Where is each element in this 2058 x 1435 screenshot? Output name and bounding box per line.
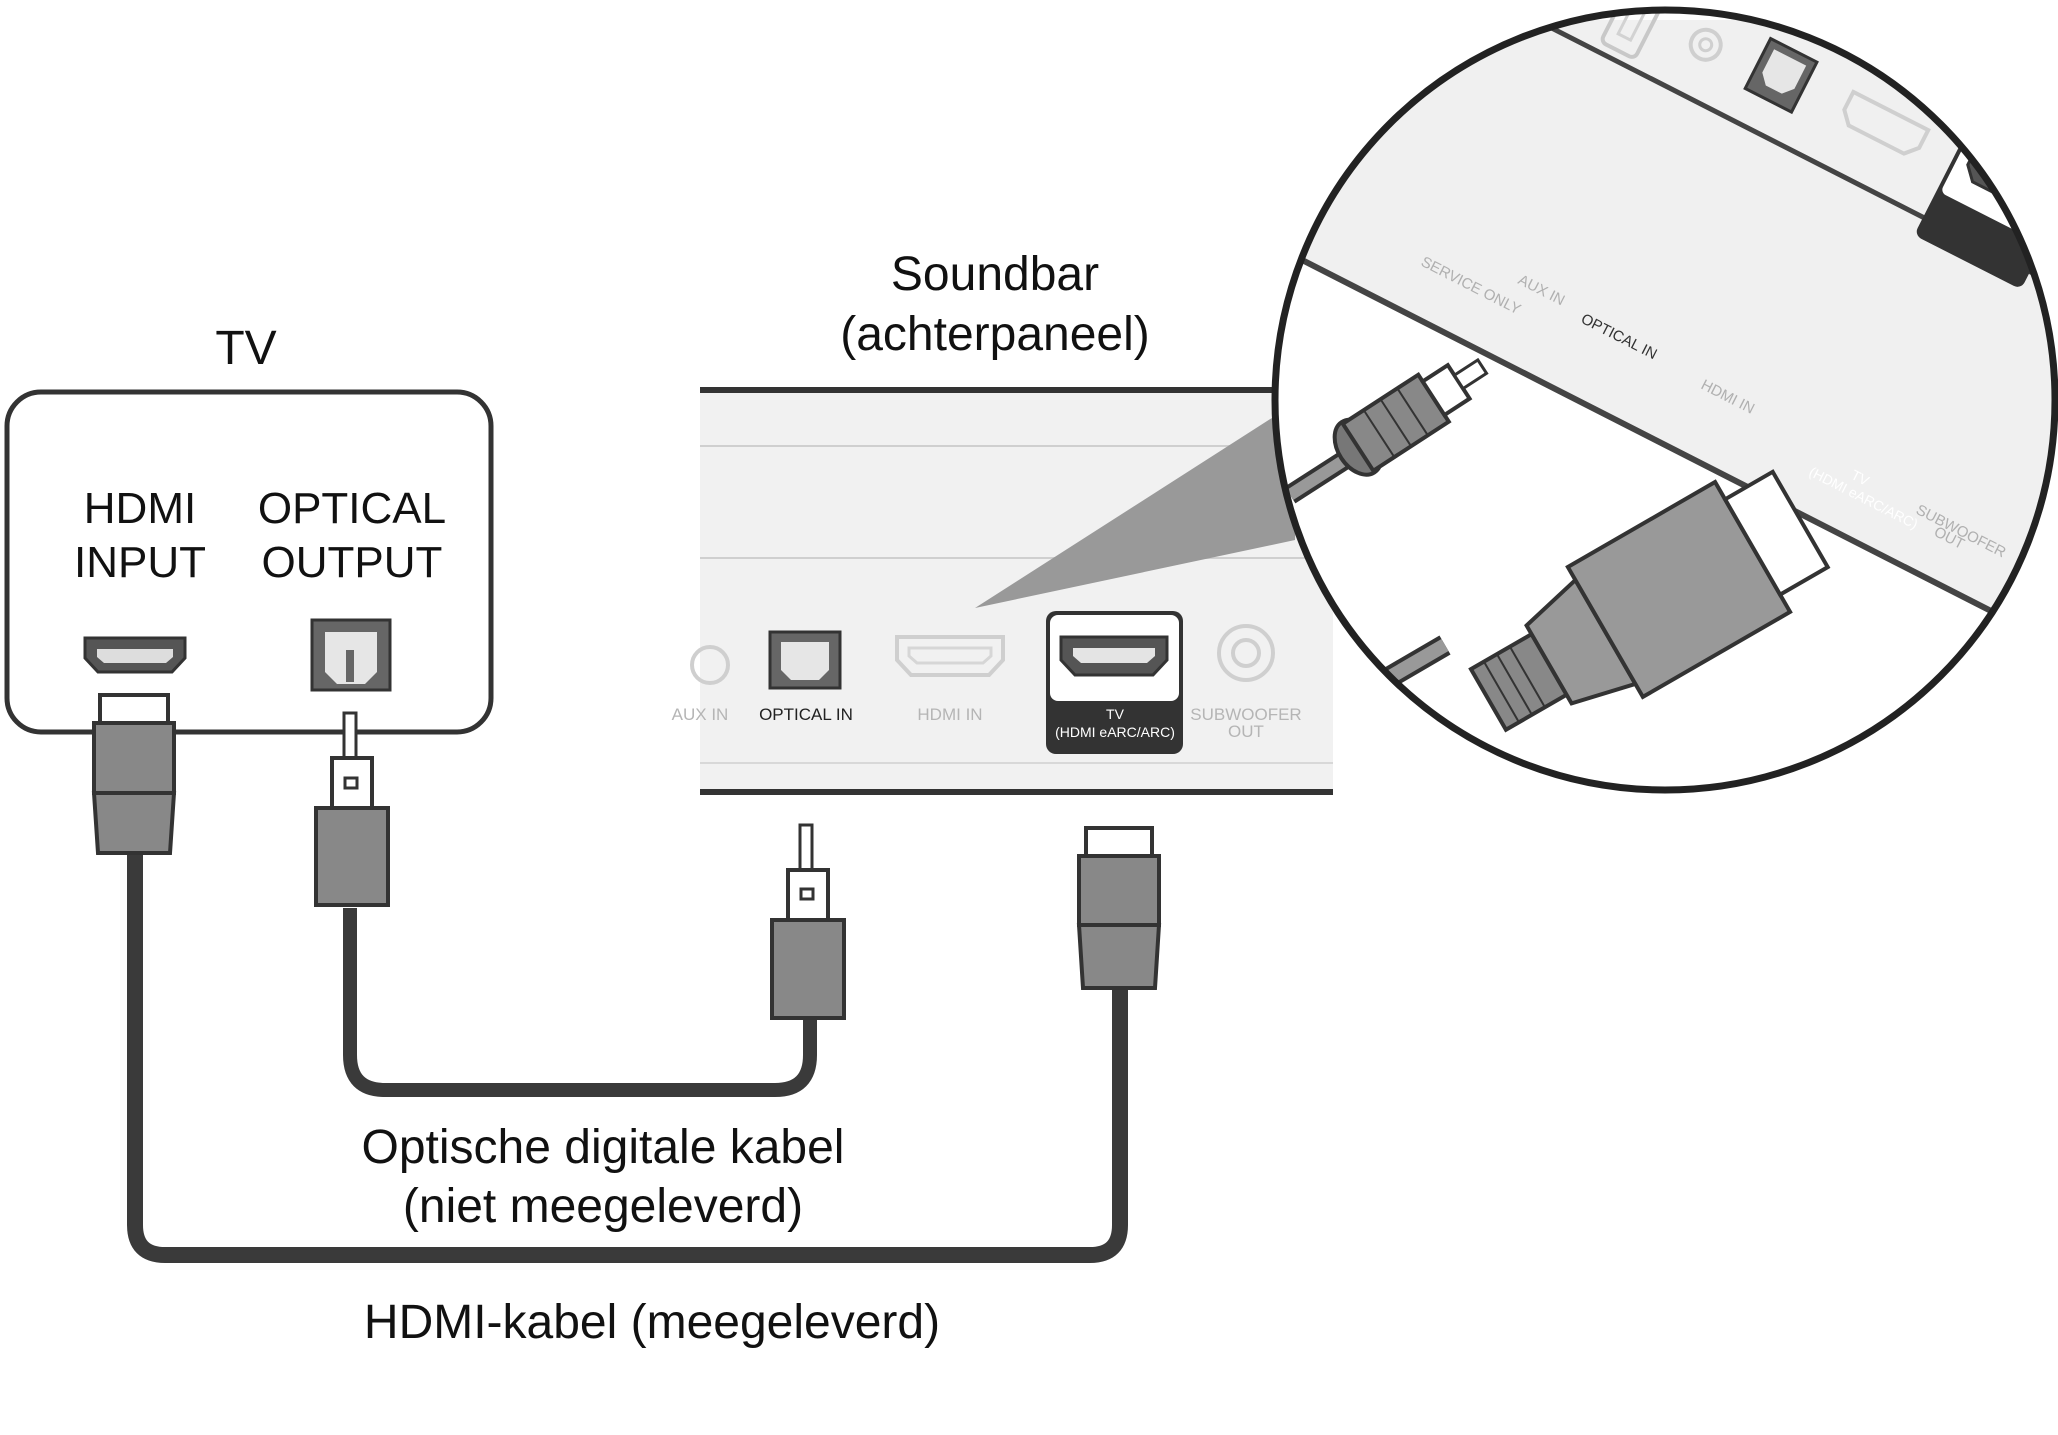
optical-cable-label-2: (niet meegeleverd)	[403, 1180, 803, 1233]
sb-hdmi-plug-icon	[1076, 826, 1162, 990]
soundbar-title-1: Soundbar	[891, 248, 1099, 301]
sb-subwoofer-port-icon	[1217, 624, 1275, 682]
sb-tv-label-2: (HDMI eARC/ARC)	[1055, 724, 1175, 740]
tv-optical-label-1: OPTICAL	[258, 484, 446, 533]
sb-hdmi-in-port-icon	[895, 635, 1005, 677]
tv-hdmi-port-icon	[83, 636, 187, 674]
sb-aux-in-label: AUX IN	[672, 705, 729, 724]
hdmi-cable	[127, 855, 1128, 1263]
zoom-circle-border	[1271, 6, 2058, 794]
tv-hdmi-label-2: INPUT	[74, 538, 206, 587]
zoom-tv-label-1: TV	[1849, 466, 1873, 489]
sb-tv-hdmi-arc-port-icon	[1046, 611, 1183, 754]
zoom-inset: SERVICE ONLY AUX IN OPTICAL IN HDMI IN T…	[1275, 10, 2055, 790]
tv-optical-port-icon	[310, 618, 392, 692]
tv-hdmi-plug-icon	[91, 693, 177, 855]
sb-optical-in-port-icon	[768, 630, 842, 690]
zoom-optical-plug-icon	[1284, 357, 1489, 504]
tv-title: TV	[215, 322, 276, 375]
tv-optical-label-2: OUTPUT	[262, 538, 443, 587]
sb-optical-plug-icon	[770, 823, 846, 1020]
soundbar-title-2: (achterpaneel)	[840, 308, 1150, 361]
sb-subwoofer-label-1: SUBWOOFER	[1190, 705, 1301, 724]
tv-optical-plug-icon	[314, 711, 390, 907]
sb-hdmi-in-label: HDMI IN	[917, 705, 982, 724]
hdmi-cable-label: HDMI-kabel (meegeleverd)	[364, 1296, 940, 1349]
sb-tv-label-1: TV	[1106, 706, 1125, 722]
zoom-cone	[975, 400, 1300, 608]
optical-cable-label-1: Optische digitale kabel	[362, 1121, 845, 1174]
optical-cable	[343, 908, 817, 1097]
sb-subwoofer-label-2: OUT	[1228, 722, 1264, 741]
zoom-hdmi-plug-icon	[1379, 469, 1831, 733]
sb-aux-in-port-icon	[690, 645, 730, 685]
sb-optical-in-label: OPTICAL IN	[759, 705, 853, 724]
tv-hdmi-label-1: HDMI	[84, 484, 196, 533]
